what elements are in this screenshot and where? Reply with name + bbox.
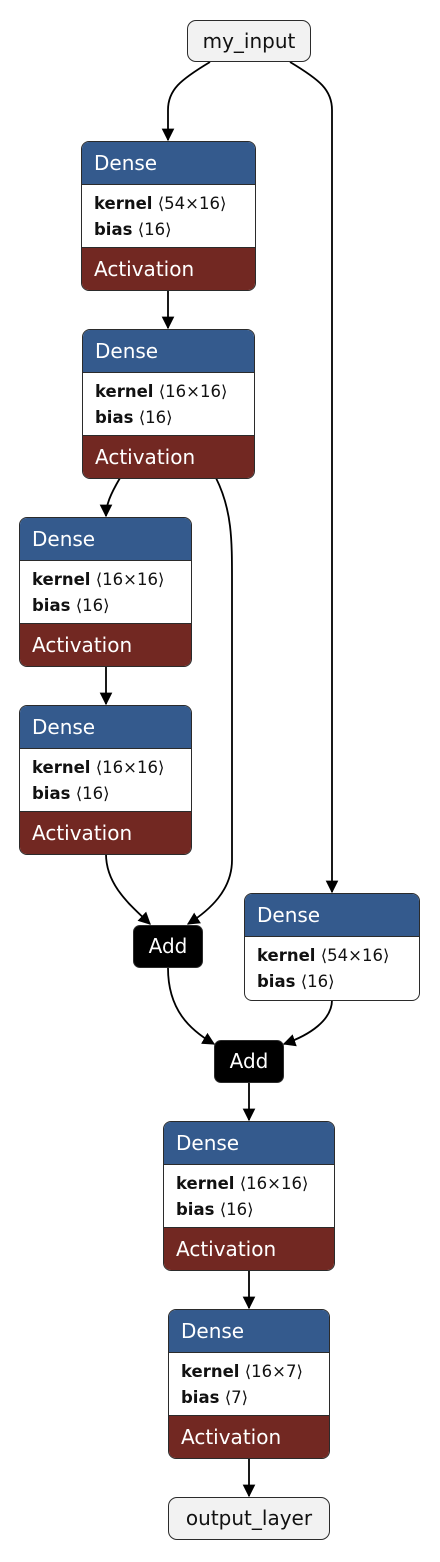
output-node[interactable]: output_layer bbox=[168, 1497, 330, 1540]
params: kernel ⟨54×16⟩ bias ⟨16⟩ bbox=[82, 185, 255, 247]
kernel-shape: ⟨54×16⟩ bbox=[320, 946, 390, 965]
dense-layer-3[interactable]: Dense kernel ⟨16×16⟩ bias ⟨16⟩ Activatio… bbox=[19, 517, 192, 667]
add-label: Add bbox=[148, 934, 188, 958]
kernel-shape: ⟨16×16⟩ bbox=[95, 758, 165, 777]
dense-layer-6[interactable]: Dense kernel ⟨16×16⟩ bias ⟨16⟩ Activatio… bbox=[163, 1121, 335, 1271]
bias-label: bias bbox=[95, 408, 134, 427]
bias-label: bias bbox=[257, 972, 296, 991]
dense-layer-4[interactable]: Dense kernel ⟨16×16⟩ bias ⟨16⟩ Activatio… bbox=[19, 705, 192, 855]
bias-label: bias bbox=[32, 596, 71, 615]
kernel-shape: ⟨16×7⟩ bbox=[244, 1362, 303, 1381]
input-node[interactable]: my_input bbox=[187, 20, 311, 62]
layer-type: Dense bbox=[83, 330, 254, 373]
edge-dense5-to-add2 bbox=[282, 999, 333, 1047]
kernel-label: kernel bbox=[95, 382, 154, 401]
kernel-shape: ⟨16×16⟩ bbox=[158, 382, 228, 401]
bias-shape: ⟨16⟩ bbox=[75, 596, 110, 615]
bias-shape: ⟨16⟩ bbox=[138, 408, 173, 427]
bias-shape: ⟨16⟩ bbox=[300, 972, 335, 991]
edge-dense4-to-add1 bbox=[105, 853, 151, 925]
kernel-shape: ⟨54×16⟩ bbox=[157, 194, 227, 213]
add-label: Add bbox=[229, 1049, 269, 1073]
activation-label: Activation bbox=[169, 1415, 329, 1458]
layer-type: Dense bbox=[164, 1122, 334, 1165]
bias-shape: ⟨7⟩ bbox=[224, 1388, 249, 1407]
edge-input-to-dense5 bbox=[289, 61, 339, 894]
edge-dense2-to-add1 bbox=[186, 477, 233, 925]
activation-label: Activation bbox=[83, 435, 254, 478]
dense-layer-7[interactable]: Dense kernel ⟨16×7⟩ bias ⟨7⟩ Activation bbox=[168, 1309, 330, 1459]
bias-label: bias bbox=[181, 1388, 220, 1407]
bias-label: bias bbox=[176, 1200, 215, 1219]
dense-layer-1[interactable]: Dense kernel ⟨54×16⟩ bias ⟨16⟩ Activatio… bbox=[81, 141, 256, 291]
kernel-label: kernel bbox=[257, 946, 316, 965]
output-node-label: output_layer bbox=[185, 1506, 313, 1530]
add-node-1[interactable]: Add bbox=[133, 925, 203, 968]
layer-type: Dense bbox=[20, 706, 191, 749]
kernel-label: kernel bbox=[181, 1362, 240, 1381]
layer-type: Dense bbox=[82, 142, 255, 185]
bias-shape: ⟨16⟩ bbox=[75, 784, 110, 803]
edge-input-to-dense1 bbox=[161, 61, 211, 142]
params: kernel ⟨16×7⟩ bias ⟨7⟩ bbox=[169, 1353, 329, 1415]
params: kernel ⟨16×16⟩ bias ⟨16⟩ bbox=[164, 1165, 334, 1227]
bias-label: bias bbox=[32, 784, 71, 803]
activation-label: Activation bbox=[82, 247, 255, 290]
activation-label: Activation bbox=[20, 623, 191, 666]
kernel-shape: ⟨16×16⟩ bbox=[95, 570, 165, 589]
activation-label: Activation bbox=[20, 811, 191, 854]
edge-add1-to-add2 bbox=[167, 967, 216, 1045]
edge-dense2-to-dense3 bbox=[99, 477, 121, 518]
kernel-shape: ⟨16×16⟩ bbox=[239, 1174, 309, 1193]
bias-shape: ⟨16⟩ bbox=[219, 1200, 254, 1219]
dense-layer-5[interactable]: Dense kernel ⟨54×16⟩ bias ⟨16⟩ bbox=[244, 893, 420, 1001]
add-node-2[interactable]: Add bbox=[214, 1040, 284, 1083]
dense-layer-2[interactable]: Dense kernel ⟨16×16⟩ bias ⟨16⟩ Activatio… bbox=[82, 329, 255, 479]
kernel-label: kernel bbox=[32, 570, 91, 589]
kernel-label: kernel bbox=[94, 194, 153, 213]
params: kernel ⟨16×16⟩ bias ⟨16⟩ bbox=[20, 749, 191, 811]
activation-label: Activation bbox=[164, 1227, 334, 1270]
kernel-label: kernel bbox=[32, 758, 91, 777]
params: kernel ⟨54×16⟩ bias ⟨16⟩ bbox=[245, 937, 419, 999]
input-node-label: my_input bbox=[202, 29, 296, 53]
layer-type: Dense bbox=[245, 894, 419, 937]
kernel-label: kernel bbox=[176, 1174, 235, 1193]
params: kernel ⟨16×16⟩ bias ⟨16⟩ bbox=[83, 373, 254, 435]
bias-shape: ⟨16⟩ bbox=[137, 220, 172, 239]
layer-type: Dense bbox=[20, 518, 191, 561]
bias-label: bias bbox=[94, 220, 133, 239]
layer-type: Dense bbox=[169, 1310, 329, 1353]
params: kernel ⟨16×16⟩ bias ⟨16⟩ bbox=[20, 561, 191, 623]
